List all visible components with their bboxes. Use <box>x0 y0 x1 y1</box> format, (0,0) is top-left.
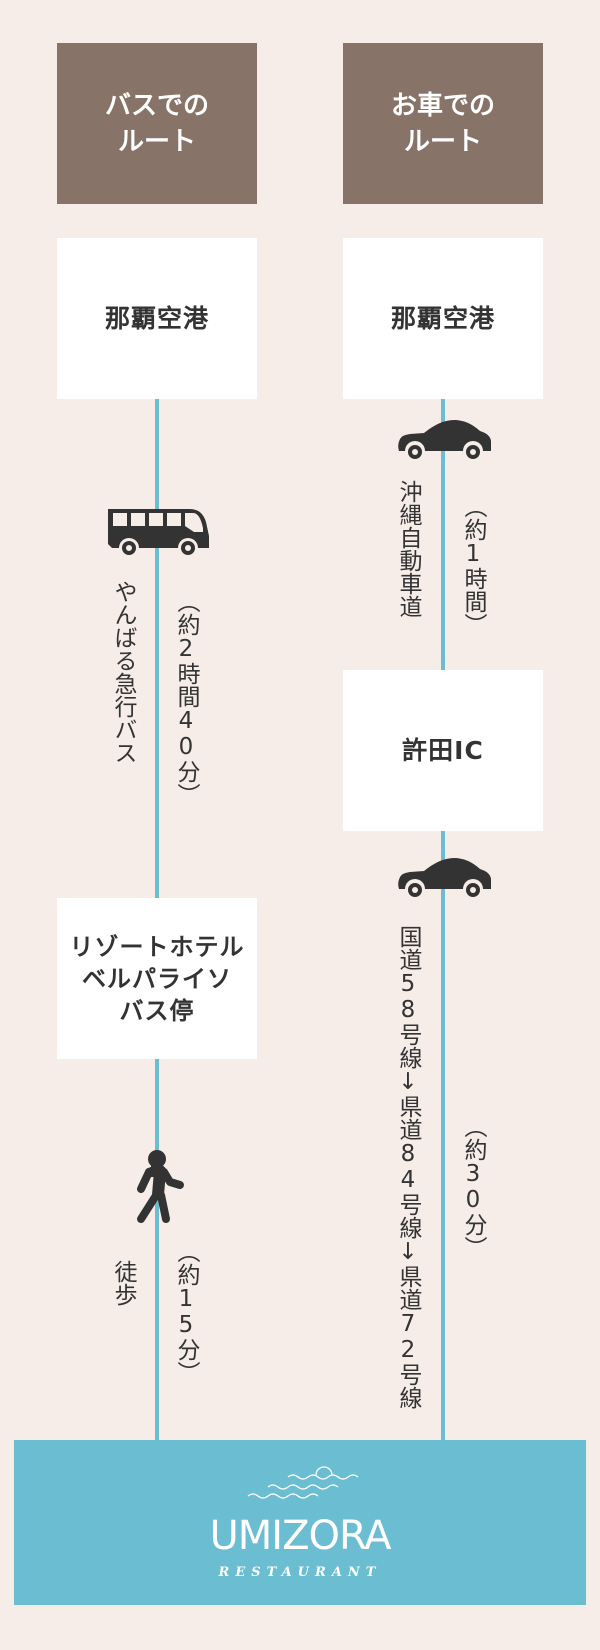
walk-label: 徒歩 <box>110 1260 136 1306</box>
route-58-84-72-label: 国道58号線↓県道84号線↓県道72号線 <box>395 925 421 1409</box>
restaurant-subtitle: RESTAURANT <box>218 1565 382 1580</box>
car-duration-2: （約30分） <box>460 1115 486 1259</box>
bus-line-name: やんばる急行バス <box>110 580 136 764</box>
car-duration-1: （約1時間） <box>460 495 486 636</box>
car-route-line <box>441 399 445 1440</box>
car-start-naha-airport: 那覇空港 <box>343 238 543 399</box>
bus-icon <box>108 509 209 556</box>
car-stop-kyoda-ic: 許田IC <box>343 670 543 831</box>
car-route-header: お車での ルート <box>343 43 543 204</box>
destination-umizora-restaurant: UMIZORA RESTAURANT <box>14 1440 586 1605</box>
walk-duration: （約15分） <box>173 1240 199 1384</box>
bus-start-naha-airport: 那覇空港 <box>57 238 257 399</box>
walking-person-icon <box>137 1150 184 1223</box>
car-icon <box>398 420 491 461</box>
restaurant-name: UMIZORA <box>209 1513 391 1559</box>
okinawa-expressway-label: 沖縄自動車道 <box>395 480 421 618</box>
bus-stop-resort-hotel-belparaiso: リゾートホテル ベルパライソ バス停 <box>57 898 257 1059</box>
sun-waves-logo-icon <box>247 1466 359 1499</box>
bus-route-header: バスでの ルート <box>57 43 257 204</box>
bus-duration: （約2時間40分） <box>173 590 199 806</box>
car-icon-2 <box>398 858 491 899</box>
